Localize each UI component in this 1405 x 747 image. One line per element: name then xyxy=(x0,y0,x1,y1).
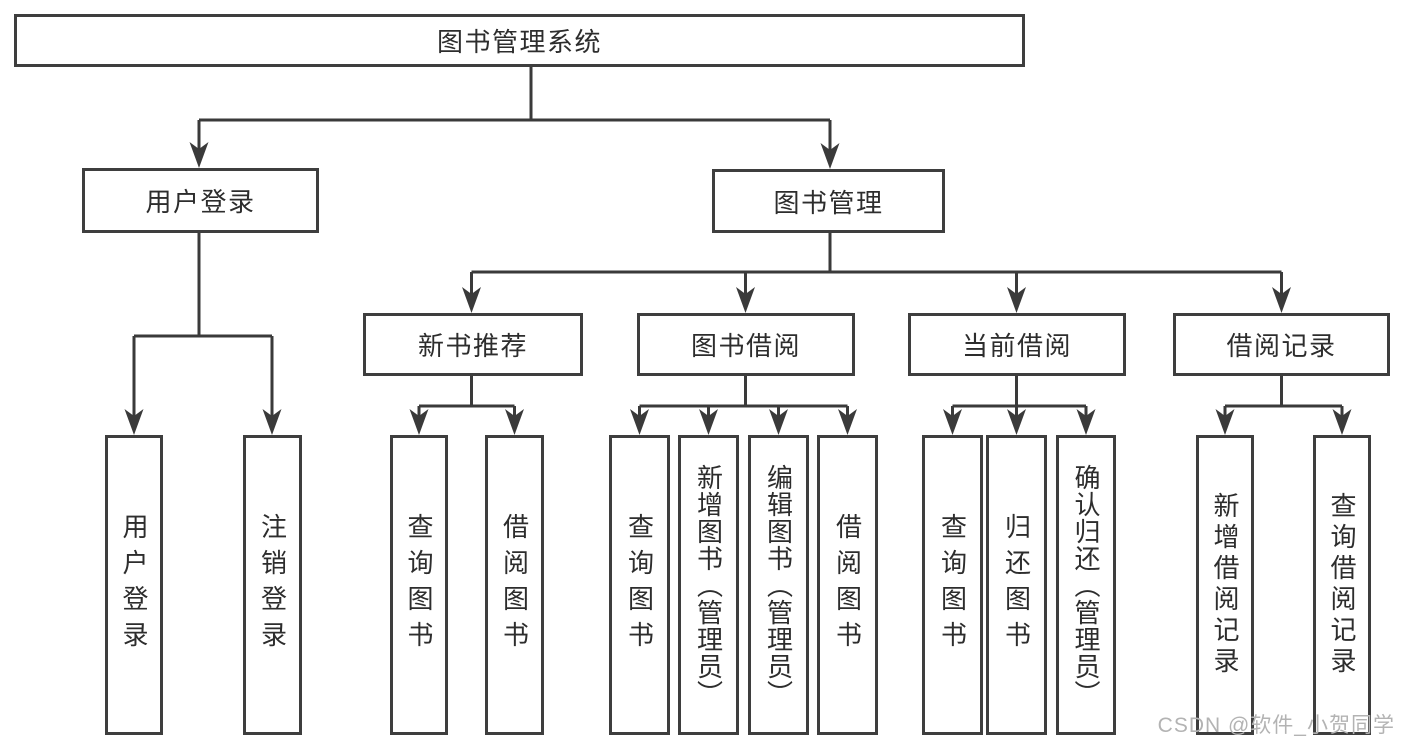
leaf-borrow-books: 借阅图书 xyxy=(817,435,878,735)
node-borrowing-records: 借阅记录 xyxy=(1173,313,1390,376)
leaf-confirm-return-admin: 确认归还（管理员） xyxy=(1056,435,1116,735)
leaf-user-login: 用户登录 xyxy=(105,435,163,735)
node-book-borrowing-label: 图书借阅 xyxy=(690,331,801,361)
node-current-borrowing: 当前借阅 xyxy=(908,313,1126,376)
leaf-query-borrow-record: 查询借阅记录 xyxy=(1313,435,1371,735)
node-book-management-label: 图书管理 xyxy=(773,187,884,218)
leaf-borrow-books-label: 借阅图书 xyxy=(832,513,863,657)
leaf-user-login-label: 用户登录 xyxy=(119,513,149,657)
leaf-query-books-borrowing-label: 查询图书 xyxy=(624,513,655,657)
node-current-borrowing-label: 当前借阅 xyxy=(961,331,1072,361)
leaf-add-borrow-record: 新增借阅记录 xyxy=(1196,435,1254,735)
node-library-system-label: 图书管理系统 xyxy=(436,27,602,57)
leaf-query-books-recommend: 查询图书 xyxy=(390,435,448,735)
leaf-borrow-books-recommend: 借阅图书 xyxy=(485,435,544,735)
node-new-book-recommend: 新书推荐 xyxy=(363,313,583,376)
node-user-login: 用户登录 xyxy=(82,168,319,233)
node-user-login-label: 用户登录 xyxy=(145,187,256,217)
node-library-system: 图书管理系统 xyxy=(14,14,1025,67)
node-new-book-recommend-label: 新书推荐 xyxy=(417,331,528,361)
leaf-edit-books-admin-label: 编辑图书（管理员） xyxy=(763,463,794,707)
leaf-query-books-recommend-label: 查询图书 xyxy=(404,513,434,657)
leaf-return-books: 归还图书 xyxy=(986,435,1047,735)
leaf-add-books-admin-label: 新增图书（管理员） xyxy=(693,463,724,707)
node-borrowing-records-label: 借阅记录 xyxy=(1226,331,1337,361)
leaf-borrow-books-recommend-label: 借阅图书 xyxy=(499,513,530,657)
leaf-logout: 注销登录 xyxy=(243,435,302,735)
leaf-query-books-current-label: 查询图书 xyxy=(937,513,968,657)
csdn-watermark: CSDN @软件_小贺同学 xyxy=(1157,714,1395,737)
leaf-query-books-borrowing: 查询图书 xyxy=(609,435,670,735)
node-book-borrowing: 图书借阅 xyxy=(637,313,855,376)
leaf-add-books-admin: 新增图书（管理员） xyxy=(678,435,739,735)
leaf-logout-label: 注销登录 xyxy=(257,513,288,657)
leaf-return-books-label: 归还图书 xyxy=(1001,513,1032,657)
leaf-add-borrow-record-label: 新增借阅记录 xyxy=(1210,492,1240,678)
leaf-query-borrow-record-label: 查询借阅记录 xyxy=(1327,492,1357,678)
leaf-edit-books-admin: 编辑图书（管理员） xyxy=(748,435,809,735)
node-book-management: 图书管理 xyxy=(712,169,945,233)
leaf-query-books-current: 查询图书 xyxy=(922,435,983,735)
leaf-confirm-return-admin-label: 确认归还（管理员） xyxy=(1071,463,1101,707)
